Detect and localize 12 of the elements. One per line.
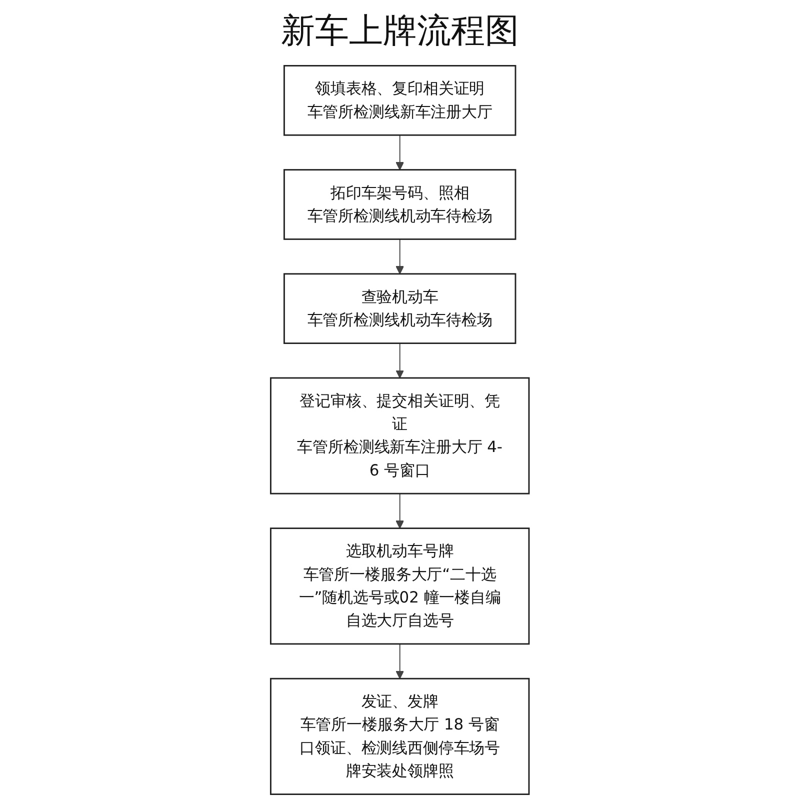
node-box: 选取机动车号牌 车管所一楼服务大厅“二十选一”随机选号或02 幢一楼自编自选大厅自选号 xyxy=(270,528,530,645)
arrow xyxy=(396,134,404,170)
node-box: 领填表格、复印相关证明 车管所检测线新车注册大厅 xyxy=(284,65,516,136)
node-box: 拓印车架号码、照相 车管所检测线机动车待检场 xyxy=(284,169,516,240)
arrow xyxy=(396,238,404,274)
arrow xyxy=(396,342,404,378)
node-box: 发证、发牌 车管所一楼服务大厅 18 号窗口领证、检测线西侧停车场号牌安装处领牌照 xyxy=(270,678,530,795)
diagram-title: 新车上牌流程图 xyxy=(280,10,520,53)
arrow xyxy=(396,493,404,529)
arrow xyxy=(396,643,404,680)
node-box: 查验机动车 车管所检测线机动车待检场 xyxy=(284,273,516,344)
node-box: 登记审核、提交相关证明、凭证 车管所检测线新车注册大厅 4-6 号窗口 xyxy=(270,377,530,494)
